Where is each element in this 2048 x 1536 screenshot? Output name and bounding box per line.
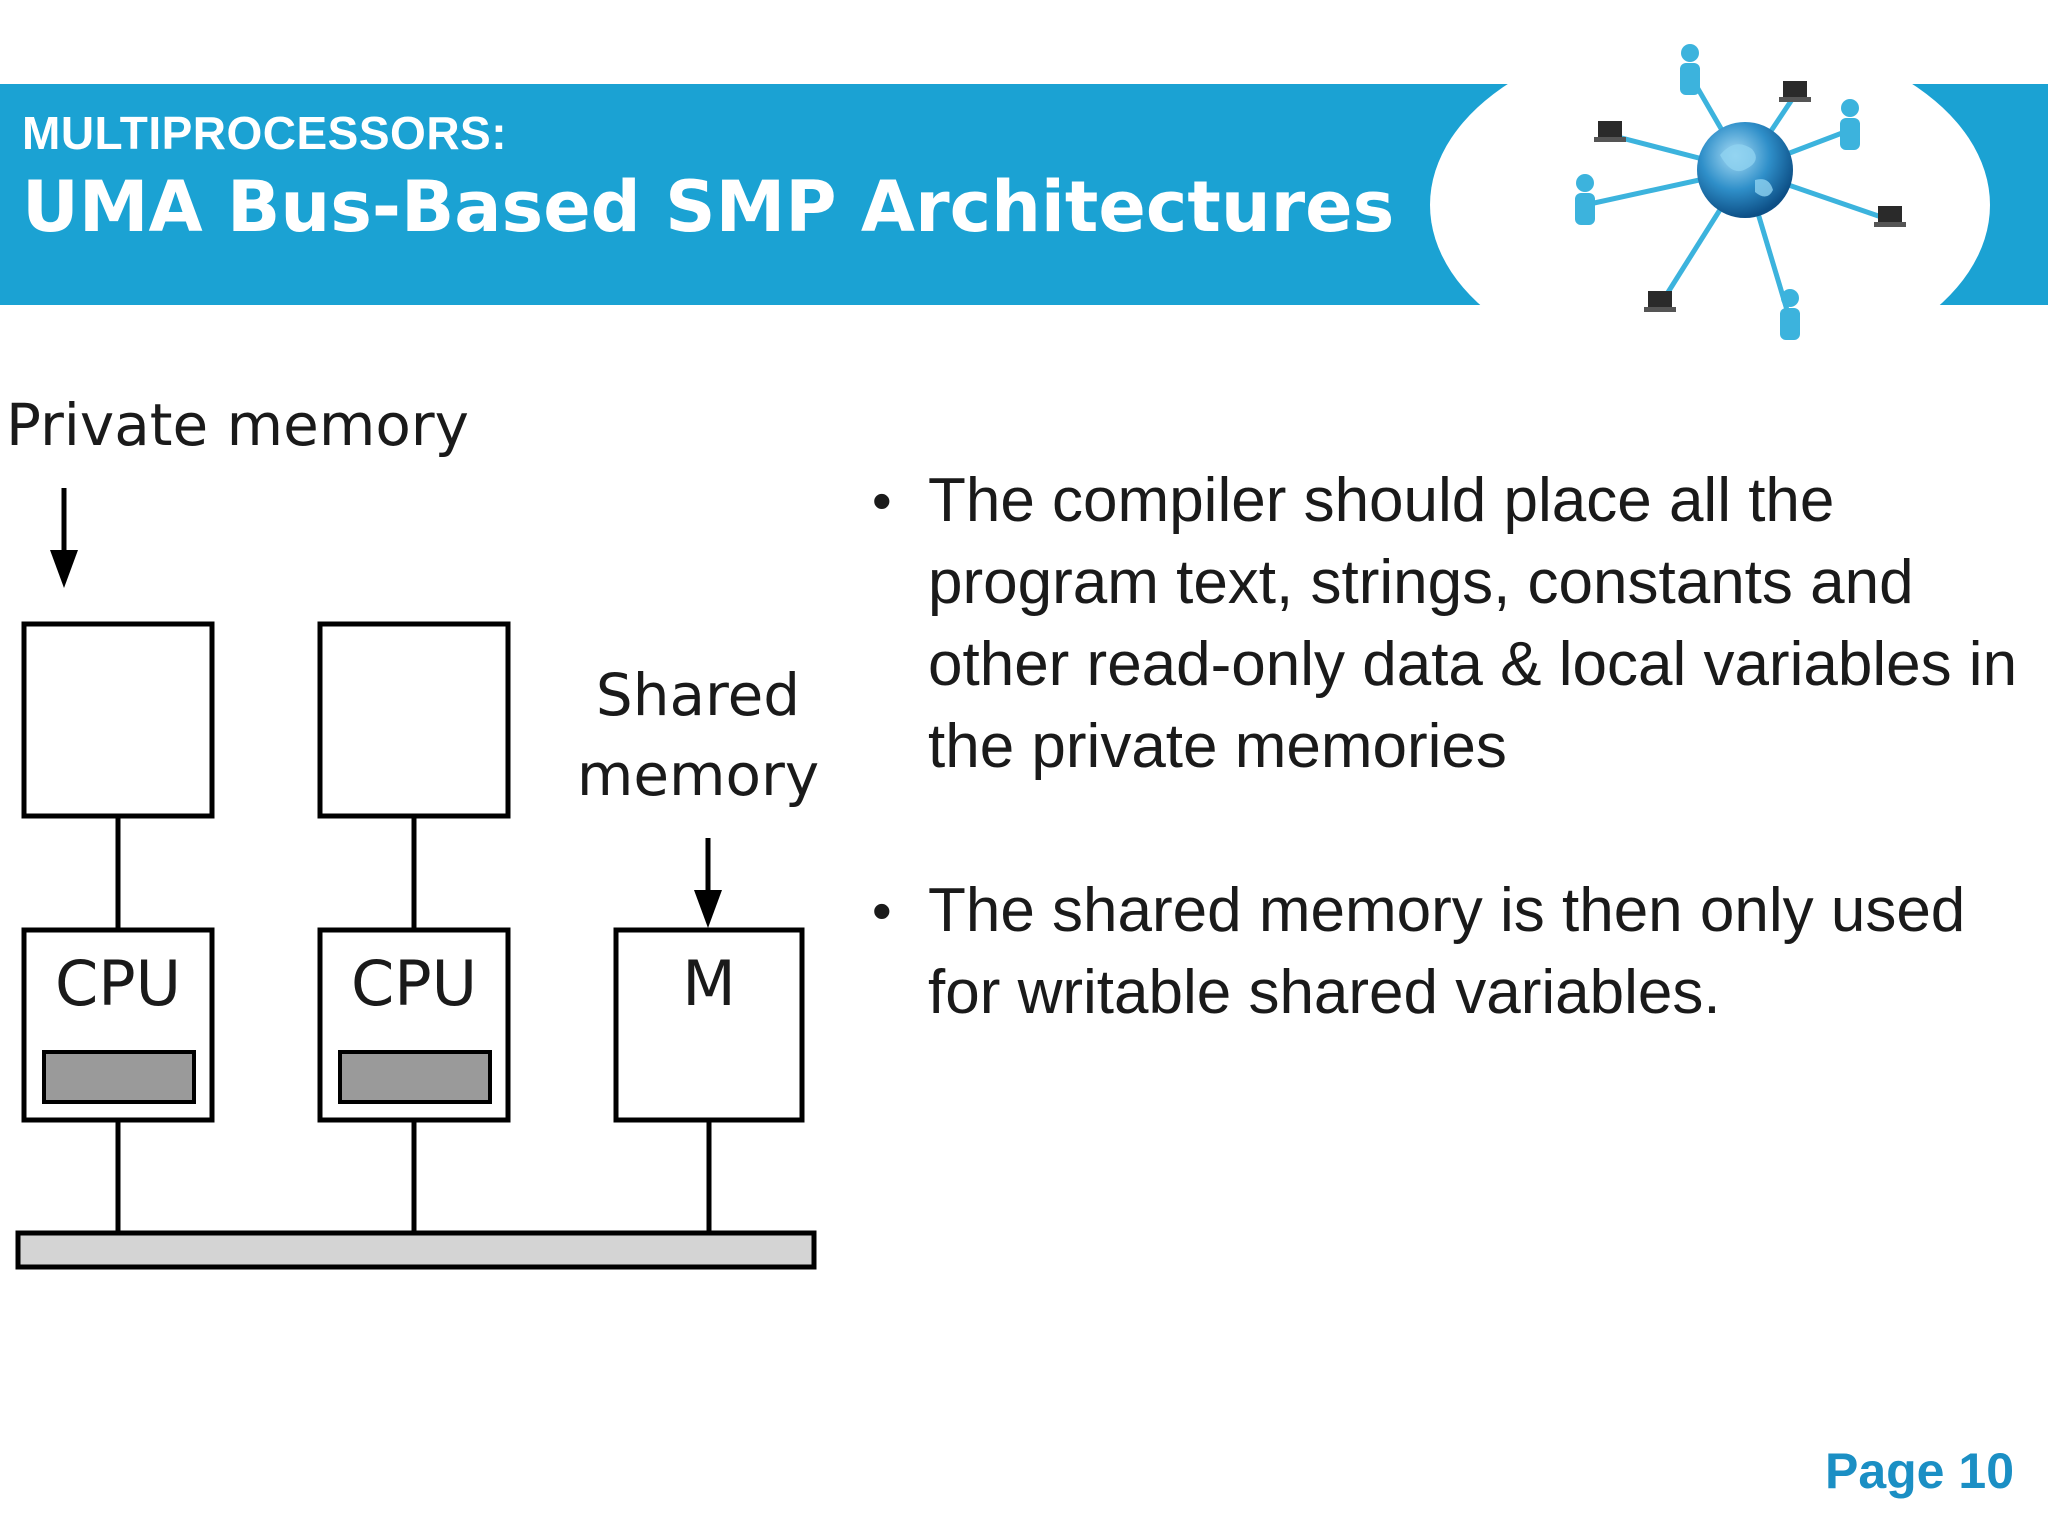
person-icons: [1575, 44, 1860, 340]
bullet-text-2: The shared memory is then only used for …: [928, 876, 1966, 1027]
bullet-item-2: • The shared memory is then only used fo…: [870, 870, 2030, 1034]
cache-block-2: [338, 1050, 492, 1104]
banner-arc-cutout: [1430, 30, 1990, 380]
memory-label: M: [682, 947, 736, 1020]
slide-subtitle: MULTIPROCESSORS:: [22, 107, 508, 159]
bullet-text-1: The compiler should place all the progra…: [928, 466, 2018, 781]
bullet-dot-1: •: [872, 469, 892, 532]
private-memory-box-2: [317, 621, 511, 819]
smp-architecture-diagram: Private memory Shared memory CPU CPU M: [6, 391, 819, 1270]
laptop-icons: [1594, 81, 1906, 312]
shared-memory-arrow-head: [694, 890, 722, 928]
cpu-label-1: CPU: [55, 947, 181, 1020]
network-globe-icon: [1575, 44, 1906, 340]
bullet-list: • The compiler should place all the prog…: [870, 460, 2030, 1116]
cpu-label-2: CPU: [351, 947, 477, 1020]
globe-icon: [1697, 122, 1793, 218]
page-number: Page 10: [1824, 1443, 2014, 1499]
cache-block-1: [42, 1050, 196, 1104]
private-memory-label: Private memory: [6, 391, 469, 459]
bullet-dot-2: •: [872, 879, 892, 942]
shared-memory-label-line1: Shared: [596, 661, 800, 729]
private-memory-arrow-head: [50, 550, 78, 588]
shared-memory-label-line2: memory: [577, 741, 819, 809]
private-memory-box-1: [21, 621, 215, 819]
slide-title: UMA Bus-Based SMP Architectures: [22, 166, 1395, 248]
system-bus: [15, 1230, 817, 1270]
bullet-item-1: • The compiler should place all the prog…: [870, 460, 2030, 788]
